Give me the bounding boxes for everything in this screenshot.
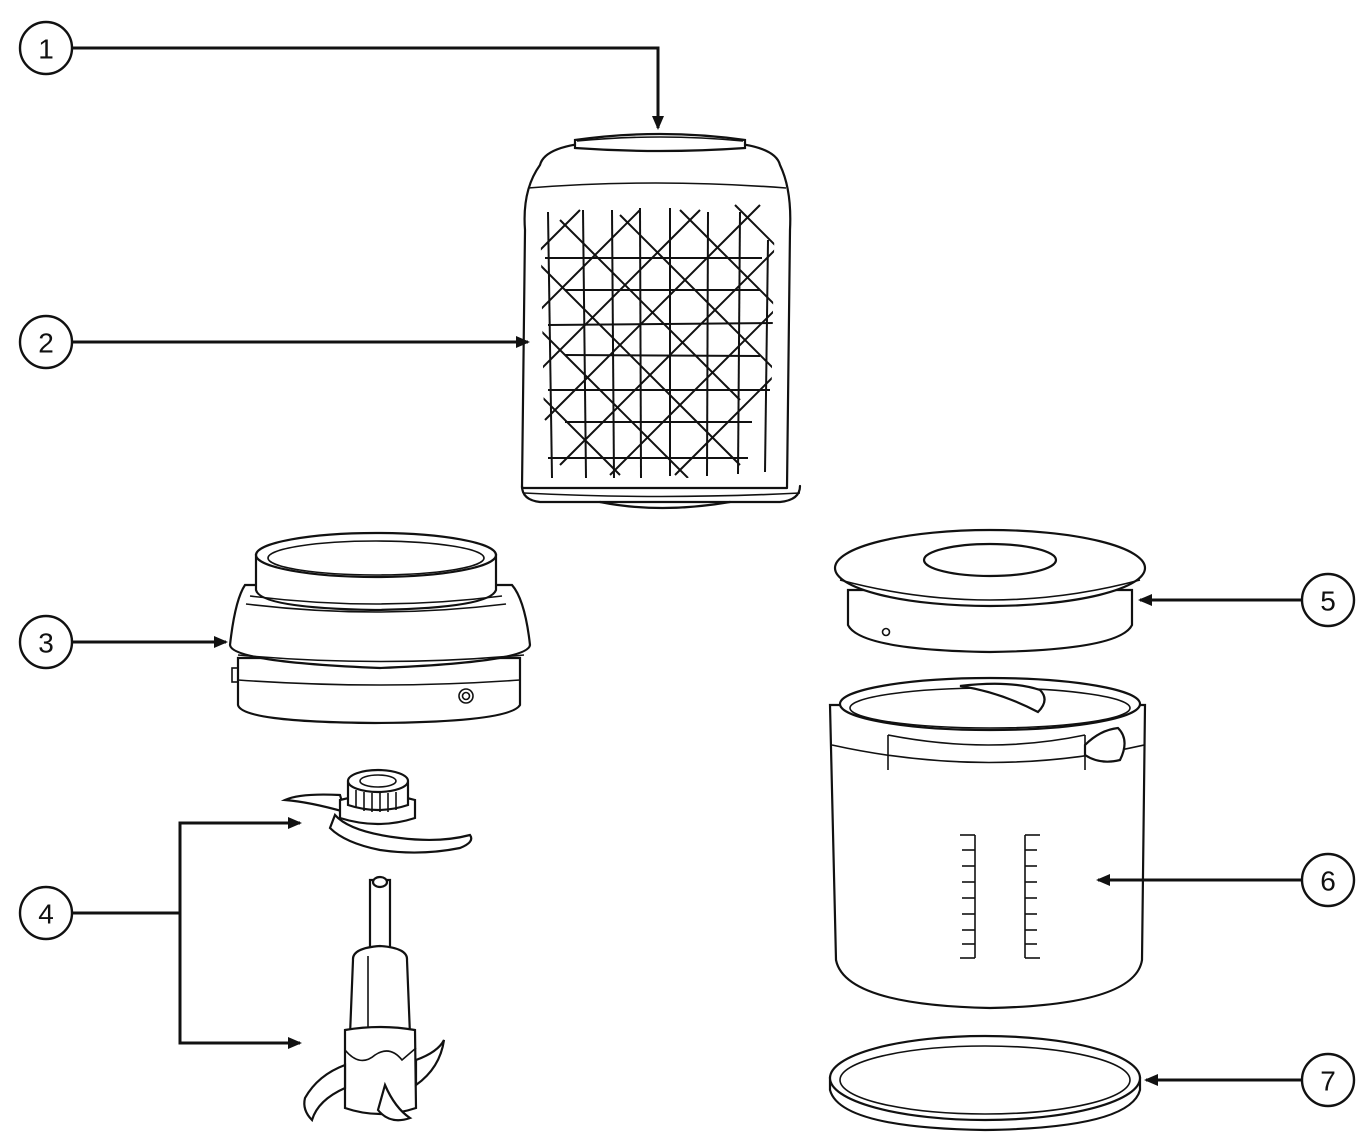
callout-1: 1 xyxy=(18,20,74,76)
mesh-pattern xyxy=(540,204,775,478)
bowl-lid xyxy=(833,528,1147,654)
collar-ring xyxy=(228,531,532,725)
base-ring xyxy=(828,1034,1142,1132)
callout-7: 7 xyxy=(1300,1052,1356,1108)
callout-5: 5 xyxy=(1300,572,1356,628)
leader-1 xyxy=(72,46,664,130)
leader-4-lower xyxy=(178,913,302,1049)
callout-label: 5 xyxy=(1320,586,1336,617)
callout-label: 6 xyxy=(1320,866,1336,897)
callout-label: 3 xyxy=(38,628,54,659)
upper-blade xyxy=(280,768,473,854)
measurement-scale-left xyxy=(960,834,976,959)
callout-2: 2 xyxy=(18,314,74,370)
lid-cap xyxy=(573,132,747,153)
callout-label: 2 xyxy=(38,328,54,359)
blade-assembly xyxy=(280,768,473,1123)
motor-housing xyxy=(520,140,802,510)
bowl xyxy=(828,676,1147,1010)
callout-4: 4 xyxy=(18,885,74,941)
callout-3: 3 xyxy=(18,614,74,670)
leader-4-upper xyxy=(178,817,302,913)
callout-label: 4 xyxy=(38,899,54,930)
lower-blade-shaft xyxy=(303,875,446,1123)
callout-label: 1 xyxy=(38,34,54,65)
callout-label: 7 xyxy=(1320,1066,1336,1097)
leader-lines xyxy=(72,46,1302,1086)
callout-6: 6 xyxy=(1300,852,1356,908)
measurement-scale-right xyxy=(1024,834,1040,959)
